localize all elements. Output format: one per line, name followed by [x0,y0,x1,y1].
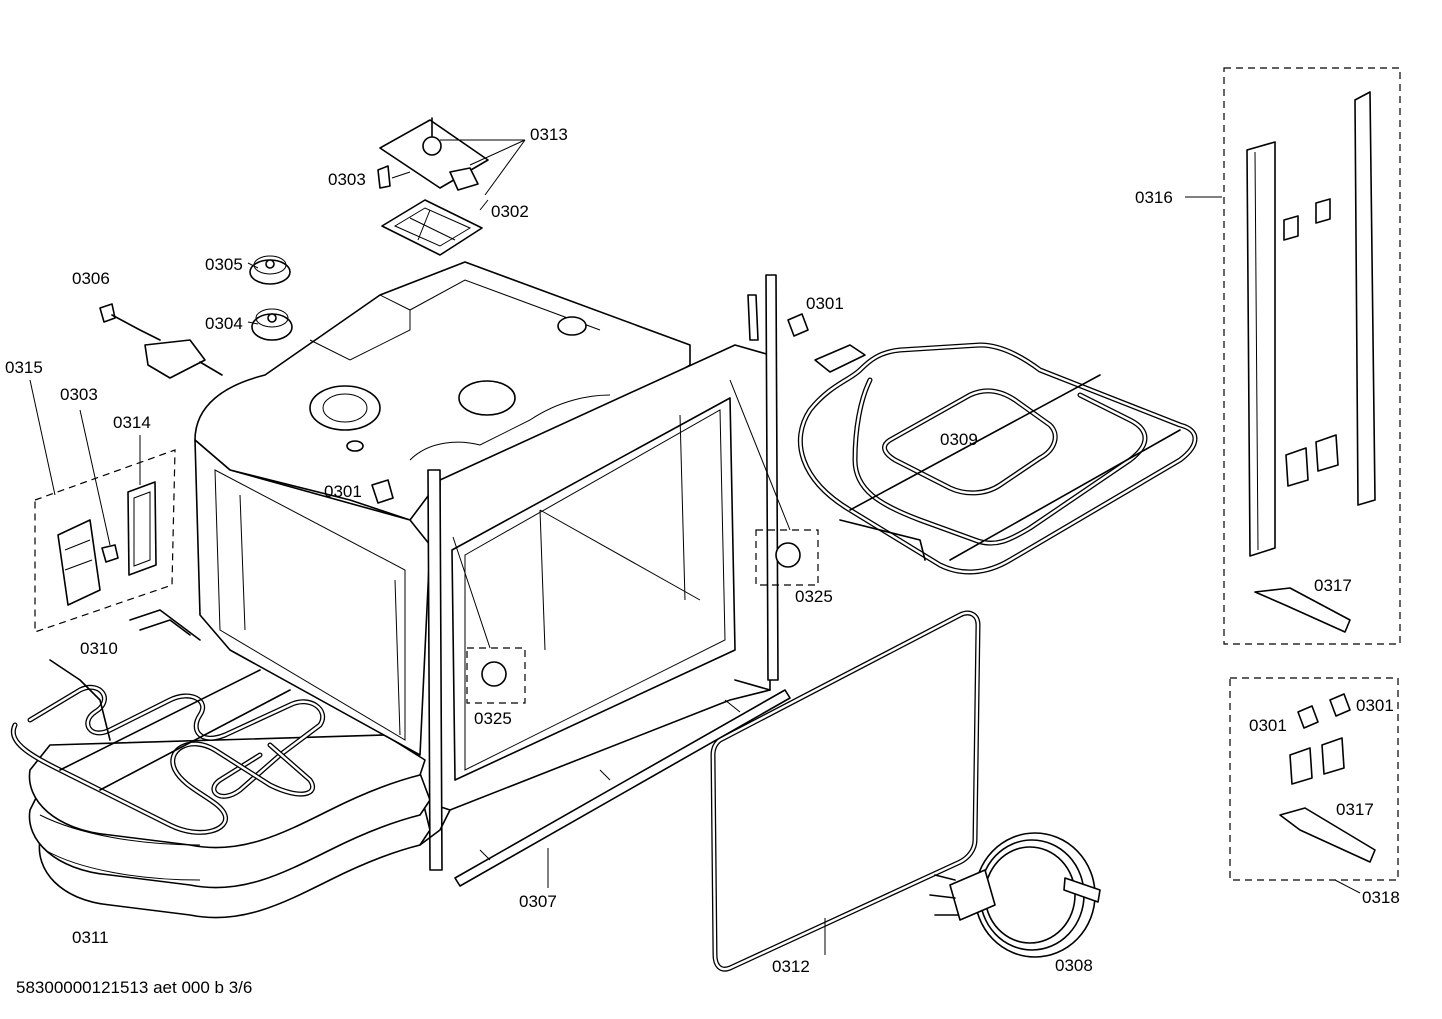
fan-cover-0302 [381,199,483,256]
label-0301-kit-left: 0301 [1249,716,1287,735]
label-0303-left: 0303 [60,385,98,404]
bottom-heater-0310 [10,609,326,835]
door-seal-0312 [710,610,981,972]
oven-cavity [194,261,779,871]
label-0302: 0302 [491,202,529,221]
label-0306: 0306 [72,269,110,288]
label-0309: 0309 [940,430,978,449]
group-box-0315 [34,449,176,633]
group-box-0316 [1223,67,1401,645]
label-0316: 0316 [1135,188,1173,207]
circular-heater-0308 [929,832,1101,958]
sensor-0306 [99,303,223,379]
top-heater-0309 [797,342,1198,575]
label-0317-top: 0317 [1314,576,1352,595]
part-labels: 0313 0303 0302 0305 0304 0306 0315 0303 … [5,125,1400,976]
leader-lines [29,139,1361,955]
label-0303-top: 0303 [328,170,366,189]
label-0308: 0308 [1055,956,1093,975]
label-0313: 0313 [530,125,568,144]
label-0315: 0315 [5,358,43,377]
fan-bracket-0313 [377,117,489,191]
knob-0305 [249,255,291,285]
front-strip-0307 [454,689,791,887]
label-0317-bottom: 0317 [1336,800,1374,819]
lamp-cover-0325-left [452,536,526,704]
label-0301-kit-right: 0301 [1356,696,1394,715]
knob-0304 [251,308,293,341]
label-0301-mid: 0301 [324,482,362,501]
label-0305: 0305 [205,255,243,274]
insulation-mat-0311 [28,734,431,919]
label-0301-top: 0301 [806,294,844,313]
label-0314: 0314 [113,413,151,432]
document-id-footer: 58300000121513 aet 000 b 3/6 [16,978,253,997]
label-0311: 0311 [72,928,109,947]
group-box-0318 [1229,677,1399,881]
label-0310: 0310 [80,639,118,658]
label-0318: 0318 [1362,888,1400,907]
label-0304: 0304 [205,314,243,333]
lamp-cover-0325-right [729,379,819,586]
label-0312: 0312 [772,957,810,976]
bulb-socket-0301 [371,313,809,504]
label-0325-left: 0325 [474,709,512,728]
label-0325-right: 0325 [795,587,833,606]
label-0307: 0307 [519,892,557,911]
